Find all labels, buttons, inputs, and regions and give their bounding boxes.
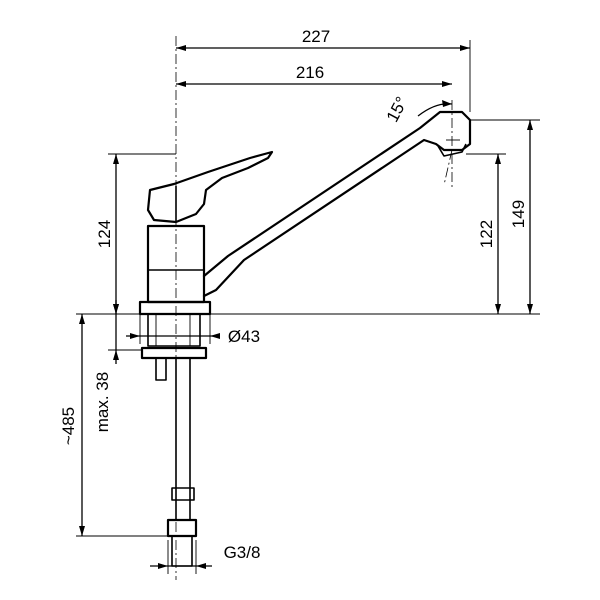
label-hose-connection: G3/8 — [224, 543, 261, 562]
label-body-height: 124 — [95, 220, 114, 248]
base-flange — [138, 300, 212, 316]
label-spout-top-height: 149 — [509, 200, 528, 228]
lever-handle — [146, 150, 274, 224]
dimension-labels: 227 216 15° 124 122 149 Ø43 max. 38 ~485… — [59, 27, 528, 562]
aerator — [437, 143, 467, 157]
label-hose-length: ~485 — [59, 407, 78, 445]
mounting-washer — [140, 346, 208, 360]
spout — [202, 110, 472, 298]
label-spout-reach: 216 — [296, 63, 324, 82]
label-body-diameter: Ø43 — [228, 327, 260, 346]
hose-connector-tail — [171, 536, 193, 567]
centerlines — [175, 36, 453, 580]
label-spout-angle: 15° — [383, 94, 412, 126]
label-overall-reach: 227 — [302, 27, 330, 46]
hose-connector-g38 — [166, 518, 198, 538]
mounting-shank — [147, 314, 201, 347]
dimension-lines — [76, 40, 540, 574]
faucet-body — [138, 110, 472, 567]
label-outlet-height: 122 — [477, 220, 496, 248]
threaded-rod — [155, 358, 167, 381]
hose-fitting-top — [171, 487, 195, 501]
outlet-angled-centerline — [443, 149, 453, 186]
label-worktop-thickness: max. 38 — [93, 372, 112, 432]
supply-hose — [175, 358, 191, 520]
